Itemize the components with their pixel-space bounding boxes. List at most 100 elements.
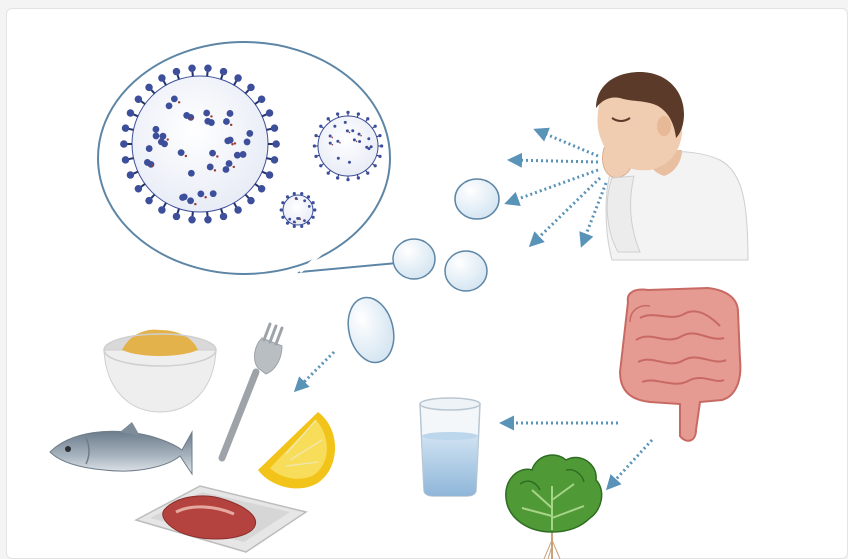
virus-rna-dot — [167, 138, 169, 140]
virus-protein — [181, 193, 188, 200]
virus-magnified-view — [98, 42, 408, 274]
virus-spike-head — [266, 109, 273, 116]
virus-spike-head — [220, 213, 227, 220]
virus-spike-head — [327, 117, 330, 120]
virus-protein — [210, 190, 217, 197]
virus-spike-head — [272, 140, 279, 147]
virus-protein — [303, 199, 306, 202]
virus-rna-dot — [216, 155, 218, 157]
virus-spike-head — [266, 171, 273, 178]
virus-spike-head — [281, 201, 284, 204]
virus-protein — [346, 129, 349, 132]
virus-protein — [153, 133, 160, 140]
virus-rna-dot — [210, 115, 212, 117]
virus-spike-head — [380, 144, 383, 147]
virus-spike-head — [120, 140, 127, 147]
virus-protein — [224, 137, 231, 144]
virus-spike-head — [281, 216, 284, 219]
virus-spike-head — [188, 65, 195, 72]
virus-rna-dot — [231, 143, 233, 145]
virus-spike-head — [327, 172, 330, 175]
virus-spike-head — [300, 192, 303, 195]
virus-protein — [187, 197, 194, 204]
virus-rna-dot — [151, 165, 153, 167]
virus-protein — [178, 149, 185, 156]
virus-spike-head — [173, 68, 180, 75]
virus-protein — [227, 110, 234, 117]
arrow — [531, 178, 600, 245]
arrow — [507, 170, 598, 203]
droplet-icon — [455, 179, 499, 219]
virus-rna-dot — [230, 124, 232, 126]
virus-protein — [240, 151, 247, 158]
virus-spike-head — [173, 213, 180, 220]
virus-rna-dot — [295, 222, 297, 224]
arrow — [296, 352, 334, 390]
virus-spike-head — [307, 222, 310, 225]
virus-spike-head — [258, 95, 265, 102]
virus-spike-head — [135, 95, 142, 102]
virus-rna-dot — [233, 166, 235, 168]
virus-spike-head — [300, 225, 303, 228]
meat-tray-icon — [136, 486, 306, 552]
virus-spike-head — [204, 216, 211, 223]
plant-icon — [506, 455, 602, 559]
virus-spike-head — [271, 124, 278, 131]
fork-icon — [222, 324, 282, 458]
virus-rna-dot — [299, 218, 301, 220]
person-coughing-icon — [596, 72, 748, 260]
virus-spike-head — [286, 195, 289, 198]
arrow — [510, 160, 598, 162]
virus-spike-head — [293, 192, 296, 195]
virus-body — [283, 195, 313, 225]
virus-protein — [153, 126, 160, 133]
virus-protein — [166, 102, 173, 109]
droplet-icon — [445, 251, 487, 291]
virus-protein — [358, 133, 361, 136]
virus-protein — [188, 170, 195, 177]
virus-spike-head — [188, 216, 195, 223]
virus-protein — [246, 130, 253, 137]
virus-protein — [337, 157, 340, 160]
virus-rna-dot — [214, 169, 216, 171]
virus-spike-head — [286, 222, 289, 225]
virus-rna-dot — [178, 101, 180, 103]
virus-spike-head — [366, 117, 369, 120]
virus-rna-dot — [360, 135, 362, 137]
virus-spike-head — [293, 225, 296, 228]
virus-protein — [161, 140, 168, 147]
virus-protein — [367, 137, 370, 140]
arrow — [608, 440, 652, 488]
virus-protein — [197, 190, 204, 197]
virus-spike-head — [127, 171, 134, 178]
virus-spike-head — [307, 195, 310, 198]
glass-icon — [420, 398, 480, 496]
lemon-icon — [258, 412, 335, 488]
virus-protein — [223, 118, 230, 125]
virus-spike-head — [336, 176, 339, 179]
virus-spike-head — [220, 68, 227, 75]
virus-spike-head — [312, 216, 315, 219]
fish-icon — [50, 422, 192, 474]
virus-spike-head — [378, 134, 381, 137]
virus-protein — [234, 152, 241, 159]
virus-spike-head — [312, 201, 315, 204]
virus-protein — [333, 125, 336, 128]
virus-rna-dot — [194, 203, 196, 205]
droplet-icon — [393, 239, 435, 279]
virus-spike-head — [357, 176, 360, 179]
virus-protein — [308, 205, 311, 208]
virus-protein — [183, 112, 190, 119]
virus-rna-dot — [296, 198, 298, 200]
virus-spike-head — [314, 134, 317, 137]
virus-spike-head — [319, 125, 322, 128]
virus-spike-head — [258, 185, 265, 192]
virus-protein — [358, 140, 361, 143]
virus-spike-head — [271, 156, 278, 163]
virus-spike-head — [234, 206, 241, 213]
virus-spike-head — [346, 178, 349, 181]
virus-protein — [351, 129, 354, 132]
virus-rna-dot — [190, 118, 192, 120]
virus-spike-head — [247, 197, 254, 204]
